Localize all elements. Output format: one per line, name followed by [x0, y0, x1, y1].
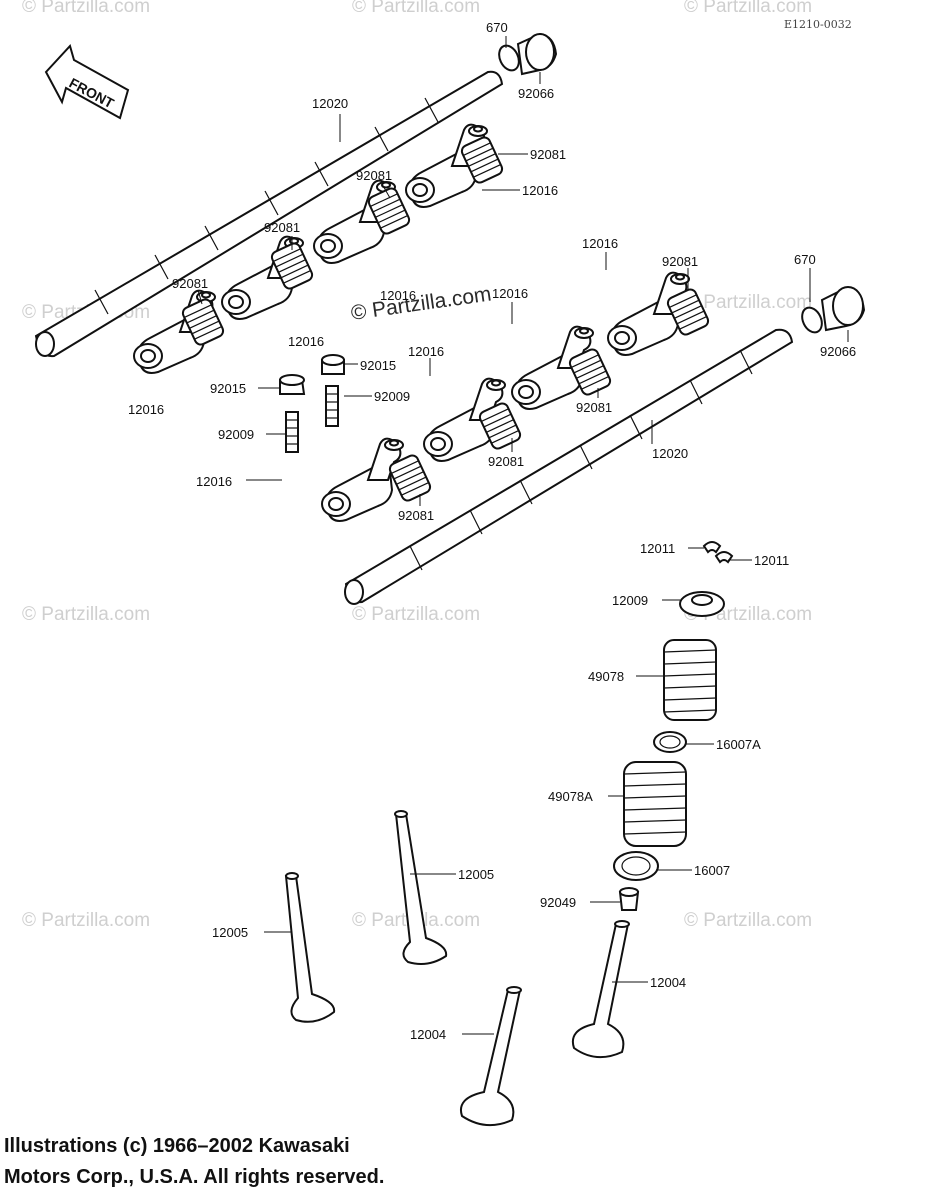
callout: 49078: [588, 669, 624, 684]
callout: 12016: [522, 183, 558, 198]
callout: 16007A: [716, 737, 761, 752]
callout: 92009: [374, 389, 410, 404]
callout: 49078A: [548, 789, 593, 804]
callout: 12011: [640, 541, 675, 556]
callout: 12005: [458, 867, 494, 882]
callout: 12004: [410, 1027, 446, 1042]
watermark: © Partzilla.com: [22, 604, 150, 625]
spring-seat-lower: [613, 851, 659, 881]
watermark: © Partzilla.com: [352, 0, 480, 17]
intake-valve: [572, 920, 630, 1059]
callout: 12011: [754, 553, 789, 568]
callout: 92081: [172, 276, 208, 291]
callout: 12009: [612, 593, 648, 608]
copyright-line-2: Motors Corp., U.S.A. All rights reserved…: [4, 1166, 385, 1188]
callout: 12016: [408, 344, 444, 359]
callout-labels: 670 92066 12020 92081 92081 12016 92081 …: [128, 20, 856, 1042]
rocker-arm: [321, 437, 404, 522]
callout: 16007: [694, 863, 730, 878]
adjuster-nut: [321, 354, 345, 375]
exhaust-valve: [394, 810, 448, 965]
spring-retainer: [679, 591, 725, 617]
callout: 92049: [540, 895, 576, 910]
watermark: © Partzilla.com: [684, 0, 812, 17]
rocker-shaft-lower: [344, 328, 794, 605]
watermark: © Partzilla.com: [22, 0, 150, 17]
callout: 12004: [650, 975, 686, 990]
callout: 12016: [288, 334, 324, 349]
callout: 92015: [360, 358, 396, 373]
callout: 92081: [264, 220, 300, 235]
plug-upper: [498, 32, 558, 76]
callout: 12016: [128, 402, 164, 417]
center-watermark: © Partzilla.com: [349, 282, 492, 324]
callout: 92081: [530, 147, 566, 162]
adjuster-nut: [279, 374, 306, 395]
adjusting-screw: [285, 411, 299, 453]
callout: 92081: [356, 168, 392, 183]
front-arrow-icon: FRONT: [44, 44, 130, 120]
diagram-code: E1210-0032: [784, 18, 852, 31]
callout: 12016: [380, 288, 416, 303]
watermark: © Partzilla.com: [22, 910, 150, 931]
callout: 12016: [196, 474, 232, 489]
plug-lower: [801, 286, 866, 334]
rocker-shaft-upper: [34, 70, 504, 358]
callout: 92081: [398, 508, 434, 523]
callout: 92015: [210, 381, 246, 396]
inner-valve-spring: [623, 761, 687, 847]
spring-seat-upper: [653, 731, 687, 753]
callout: 92081: [662, 254, 698, 269]
exhaust-valve: [284, 872, 336, 1023]
callout: 92081: [488, 454, 524, 469]
adjusting-screw: [325, 385, 339, 427]
callout: 12016: [582, 236, 618, 251]
callout: 12020: [312, 96, 348, 111]
copyright-notice: Illustrations (c) 1966–2002 Kawasaki Mot…: [4, 1131, 384, 1193]
valve-keepers: [702, 541, 734, 564]
callout: 12005: [212, 925, 248, 940]
watermark: © Partzilla.com: [684, 910, 812, 931]
callout: 12020: [652, 446, 688, 461]
intake-valve: [460, 986, 522, 1127]
callout: 670: [486, 20, 508, 35]
callout: 92066: [518, 86, 554, 101]
watermark: © Partzilla.com: [352, 604, 480, 625]
callout: 92066: [820, 344, 856, 359]
callout: 670: [794, 252, 816, 267]
watermark: © Partzilla.com: [684, 292, 812, 313]
valve-stem-seal: [618, 887, 640, 911]
callout: 92009: [218, 427, 254, 442]
callout: 92081: [576, 400, 612, 415]
outer-valve-spring: [663, 639, 717, 721]
copyright-line-1: Illustrations (c) 1966–2002 Kawasaki: [4, 1135, 350, 1157]
leader-lines: [197, 36, 849, 1035]
callout: 12016: [492, 286, 528, 301]
